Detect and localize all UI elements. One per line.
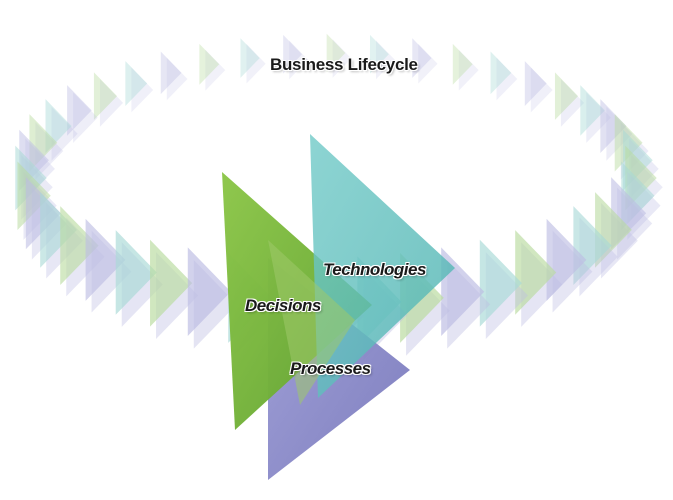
ring-triangle	[573, 206, 612, 286]
processes-label: Processes	[290, 359, 371, 378]
ring-triangle	[490, 51, 512, 95]
ring-triangle	[166, 57, 188, 101]
ring-triangle	[554, 72, 579, 120]
decisions-label: Decisions	[245, 296, 321, 315]
ring-triangle	[73, 92, 98, 143]
ring-triangle	[246, 43, 266, 84]
ring-triangle	[240, 38, 260, 78]
ring-triangle	[332, 39, 352, 78]
ring-triangle	[600, 99, 627, 153]
ring-triangle	[369, 34, 389, 74]
ring-triangle	[115, 230, 157, 315]
ring-triangle	[93, 72, 118, 120]
ring-triangle	[85, 218, 126, 301]
ring-triangle	[546, 218, 587, 301]
technologies-label: Technologies	[323, 260, 426, 279]
ring-triangle	[326, 33, 346, 73]
ring-triangle	[131, 67, 154, 113]
ring-triangle	[160, 51, 182, 95]
ring-triangle	[479, 239, 522, 327]
ring-triangle	[67, 85, 92, 136]
ring-triangle	[99, 79, 124, 127]
overlap-highlight	[268, 240, 355, 405]
ring-triangle	[150, 239, 193, 327]
ring-triangle	[530, 67, 553, 113]
ring-triangle	[45, 99, 72, 153]
ring-triangle	[289, 40, 309, 80]
ring-triangle	[580, 85, 605, 136]
ring-triangle	[187, 247, 231, 337]
ring-triangle	[375, 40, 395, 80]
ring-triangle	[496, 57, 518, 101]
ring-triangle	[412, 38, 432, 78]
ring-triangle	[51, 106, 78, 161]
ring-triangle	[199, 43, 220, 85]
ring-triangle	[40, 192, 77, 268]
ring-triangle	[524, 61, 547, 106]
ring-triangle	[283, 34, 303, 74]
ring-triangle	[560, 79, 585, 127]
ring-triangle	[205, 49, 226, 91]
diagram-title: Business Lifecycle	[270, 55, 418, 74]
ring-triangle	[452, 43, 473, 85]
ring-triangle	[418, 43, 438, 84]
ring-triangle	[458, 49, 479, 91]
ring-triangle	[606, 106, 633, 161]
ring-triangle	[586, 92, 611, 143]
ring-triangle	[515, 230, 557, 315]
ring-triangle	[60, 206, 99, 286]
ring-triangle	[125, 61, 148, 106]
